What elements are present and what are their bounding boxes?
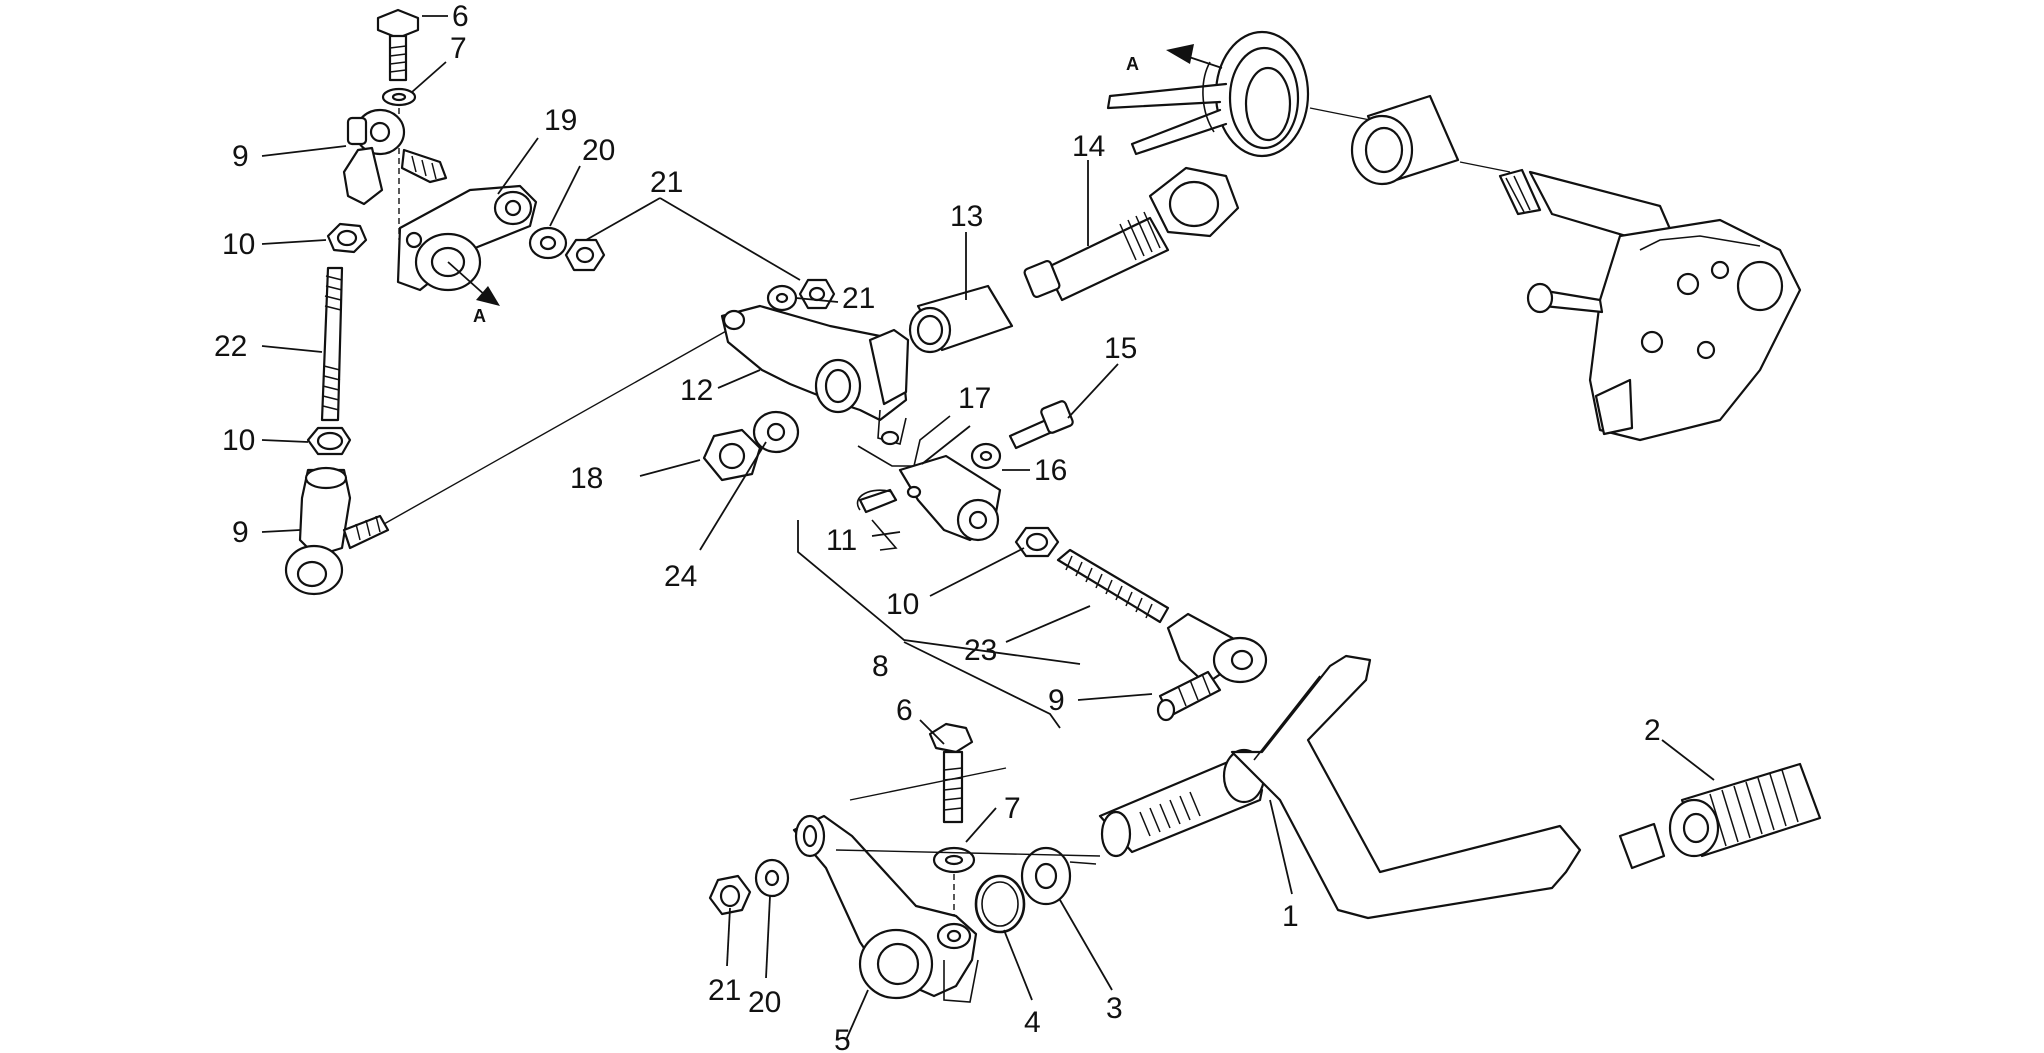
axis-washer-lever [1069,861,1097,865]
foot-peg-2 [1618,762,1822,870]
washer-3 [1020,846,1072,906]
threaded-rod-22 [320,266,344,422]
label-19: 19 [544,104,577,137]
washer-20-top [528,226,568,260]
circlip-4 [974,874,1026,934]
washer-24 [752,410,800,454]
washer-20-bottom [754,858,790,898]
label-2: 2 [1644,714,1661,747]
nut-21-bottom [708,874,752,916]
view-mark-a-left: A [473,306,486,326]
nut-10-center [1014,526,1060,558]
pin-15 [1008,400,1074,450]
ball-joint-9-lower [284,466,390,596]
label-20-bottom: 20 [748,986,781,1019]
label-7-bottom: 7 [1004,792,1021,825]
label-23: 23 [964,634,997,667]
axis-bushing-shaft [1459,161,1511,173]
nut-18 [702,428,762,482]
label-6-bottom: 6 [896,694,913,727]
label-21-bottom: 21 [708,974,741,1007]
nut-10-lower [306,426,352,456]
axis-line-bottom-horizontal [835,849,1101,857]
bracket-8-lower [903,641,1061,729]
label-10-lower: 10 [222,424,255,457]
view-arrow-a-left: A [447,261,500,326]
label-10-upper: 10 [222,228,255,261]
washer-7-bottom [932,846,976,874]
label-14: 14 [1072,130,1105,163]
shift-lever-arm-12 [720,304,910,446]
label-6-top: 6 [452,0,469,33]
label-9-lower: 9 [232,516,249,549]
label-10-center: 10 [886,588,919,621]
label-20-top: 20 [582,134,615,167]
label-9-top: 9 [232,140,249,173]
bolt-6-top [376,8,420,82]
label-24: 24 [664,560,697,593]
label-4: 4 [1024,1006,1041,1039]
label-12: 12 [680,374,713,407]
gear-lever-1 [1098,654,1582,920]
label-7-top: 7 [450,32,467,65]
axis-line-bottom-diagonal [849,767,1007,801]
bracket-8-upper [797,520,1081,665]
label-1: 1 [1282,900,1299,933]
label-11: 11 [826,524,857,557]
threaded-rod-23 [1056,548,1170,624]
label-18: 18 [570,462,603,495]
label-16: 16 [1034,454,1067,487]
view-mark-a-top: A [1126,54,1139,74]
label-3: 3 [1106,992,1123,1025]
bolt-6-bottom [928,722,974,824]
washer-7-top [381,87,417,107]
washer-21-center [766,284,798,312]
bushing-top [1350,94,1460,186]
label-22: 22 [214,330,247,363]
label-21-center: 21 [842,282,875,315]
shift-arm-5 [792,814,979,1003]
nut-21-top [564,238,606,272]
view-arrow-a-top: A [1126,44,1223,74]
nut-10-upper [326,222,368,254]
label-15: 15 [1104,332,1137,365]
washer-16 [970,442,1002,470]
spring-a-top [1106,30,1310,158]
label-13: 13 [950,200,983,233]
shift-shaft-assembly [1498,168,1802,442]
label-21-top: 21 [650,166,683,199]
pivot-bolt-14 [1023,166,1240,302]
shift-arm-19 [396,184,538,292]
label-9-center: 9 [1048,684,1065,717]
ball-joint-9-top [342,108,448,206]
leader-lines [261,15,1715,1041]
label-8: 8 [872,650,889,683]
ball-joint-9-center [1156,612,1268,722]
part-number-labels: 6 7 9 19 20 21 10 22 10 9 21 12 13 14 15… [214,0,1661,1053]
nut-21-center [798,278,836,310]
label-17: 17 [958,382,991,415]
axis-line-lower-left [383,329,729,525]
label-5: 5 [834,1024,851,1053]
sleeve-13 [908,284,1014,354]
clevis-11 [856,415,1002,551]
